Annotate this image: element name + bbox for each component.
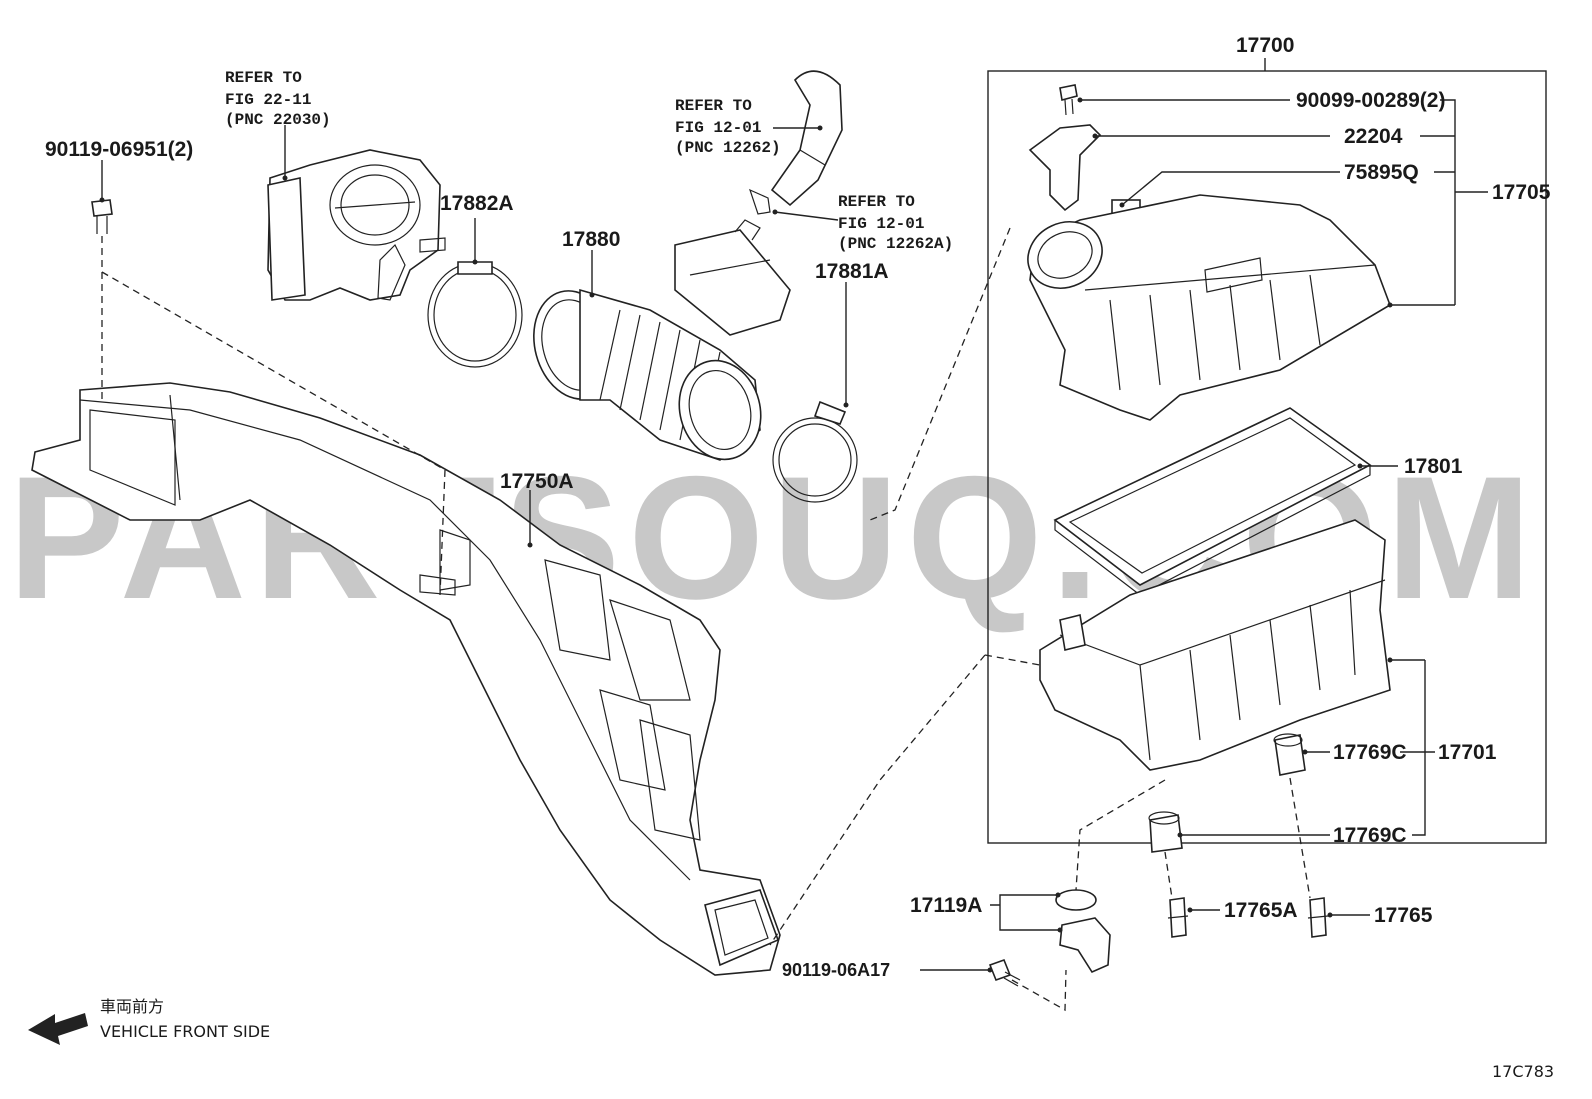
dashed-guide-lines [101, 227, 1311, 1012]
part-label-75895q: 75895Q [1344, 161, 1419, 184]
part-label-17119a: 17119A [910, 894, 982, 917]
mass-airflow-sensor-drawing [1028, 124, 1102, 212]
air-cleaner-case-drawing [1039, 519, 1391, 771]
screw-top-drawing [1059, 84, 1078, 116]
pcv-hose-drawing [749, 70, 843, 215]
hose-ref-line1: REFER TO [675, 97, 752, 115]
clip-ref-line3: (PNC 12262A) [838, 235, 953, 253]
intake-duct-drawing [31, 382, 781, 976]
part-label-bolt-left: 90119-06951(2) [45, 138, 193, 161]
part-label-17769c-upper: 17769C [1333, 741, 1407, 764]
figure-id: 17C783 [1492, 1062, 1554, 1081]
part-label-17882a: 17882A [440, 192, 514, 215]
assembly-box [987, 70, 1547, 844]
stud-17765a-drawing [1167, 897, 1189, 938]
part-label-17750a: 17750A [500, 470, 574, 493]
clamp-17882a-drawing [427, 261, 523, 368]
front-direction-arrow-icon [28, 1013, 88, 1045]
hose-ref-line3: (PNC 12262) [675, 139, 781, 157]
part-label-22204: 22204 [1344, 125, 1403, 148]
hose-ref-line2: FIG 12-01 [675, 119, 761, 137]
part-label-bolt-bottom: 90119-06A17 [782, 960, 890, 980]
throttle-ref-line1: REFER TO [225, 69, 302, 87]
part-label-17801: 17801 [1404, 455, 1463, 478]
part-label-17880: 17880 [562, 228, 620, 251]
bolt-bottom-drawing [988, 958, 1021, 987]
bolt-left-drawing [91, 199, 113, 234]
air-hose-drawing [533, 219, 791, 461]
air-cleaner-cap-drawing [1027, 194, 1391, 421]
clip-ref-line1: REFER TO [838, 193, 915, 211]
cushion-upper-drawing [1273, 733, 1306, 776]
clamp-17881a-drawing [772, 400, 858, 503]
part-label-17881a: 17881A [815, 260, 889, 283]
direction-label-en: VEHICLE FRONT SIDE [100, 1022, 270, 1041]
leader-dots [99, 97, 1393, 973]
cushion-lower-drawing [1148, 811, 1183, 853]
throttle-ref-line2: FIG 22-11 [225, 91, 311, 109]
part-label-17705: 17705 [1492, 181, 1551, 204]
part-label-17700: 17700 [1236, 34, 1294, 57]
leader-lines [101, 58, 1488, 971]
part-label-17765: 17765 [1374, 904, 1433, 927]
part-label-17701: 17701 [1438, 741, 1497, 764]
bracket-drawing [1055, 889, 1111, 974]
part-label-screw-top: 90099-00289(2) [1296, 89, 1445, 112]
part-label-17769c-lower: 17769C [1333, 824, 1407, 847]
part-label-17765a: 17765A [1224, 899, 1298, 922]
stud-17765-drawing [1307, 897, 1329, 938]
throttle-ref-line3: (PNC 22030) [225, 111, 331, 129]
throttle-body-drawing [267, 149, 446, 301]
direction-label-jp: 車両前方 [100, 997, 164, 1016]
clip-ref-line2: FIG 12-01 [838, 215, 924, 233]
